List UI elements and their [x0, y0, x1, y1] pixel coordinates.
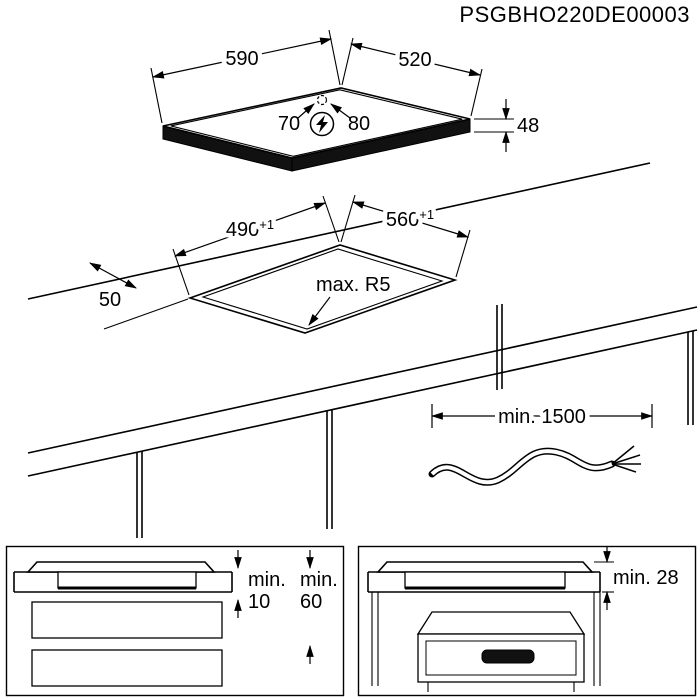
lightning-bolt-icon: [316, 115, 328, 133]
power-cable: [428, 445, 641, 486]
svg-text:max. R5: max. R5: [316, 274, 390, 296]
svg-text:min. 28: min. 28: [613, 567, 679, 589]
dimension-clearance-28: min. 28: [594, 546, 683, 610]
cable-position-left-arrow: [297, 103, 315, 119]
table-legs: [136, 304, 694, 538]
dimension-cutout-width: 490+1: [172, 195, 340, 296]
cutout-opening: [187, 244, 458, 334]
drawer-front-lower: [31, 649, 223, 687]
hob-cross-section: [376, 561, 594, 573]
panel-border: [357, 545, 697, 697]
dimension-hob-width: 590: [150, 29, 341, 124]
svg-text:min.: min.: [248, 569, 286, 591]
cable-position-right-arrow: [330, 103, 351, 119]
dimension-edge-distance: 50: [89, 262, 189, 330]
hob-body: [404, 571, 566, 589]
document-code: PSGBHO220DE00003: [459, 2, 690, 27]
worktop-cutout-view: 490+1 560+1 50 max. R5: [27, 162, 698, 538]
cable-position-right-label: 80: [348, 113, 370, 135]
dimension-hob-thickness: 48: [474, 99, 544, 152]
oven-installation-panel: min. 28: [357, 545, 697, 697]
svg-text:min.: min.: [300, 569, 338, 591]
drawer-installation-panel: min. 10 min. 60: [5, 545, 345, 697]
svg-text:560+1: 560+1: [386, 207, 434, 231]
svg-text:490+1: 490+1: [226, 217, 274, 241]
cable-wire-ends: [611, 445, 641, 473]
worktop-front-edge-bottom: [27, 329, 698, 477]
svg-text:48: 48: [517, 115, 539, 137]
svg-text:520: 520: [398, 49, 431, 71]
corner-radius-note: max. R5: [308, 270, 395, 326]
built-in-oven: [416, 611, 586, 692]
cable-position-left-label: 70: [278, 113, 300, 135]
dimension-clearance-60: min. 60: [296, 550, 342, 664]
hob-cross-section: [26, 561, 216, 573]
drawer-front-upper: [31, 601, 223, 639]
svg-text:10: 10: [248, 591, 270, 613]
panel-border: [5, 545, 345, 697]
worktop-front-edge-top: [27, 306, 698, 454]
svg-text:50: 50: [99, 289, 121, 311]
hob-body: [57, 571, 197, 589]
cable-length-view: min. 1500: [428, 402, 654, 486]
dimension-hob-depth: 520: [341, 37, 483, 117]
cutout-inner-edge: [201, 248, 444, 330]
svg-text:590: 590: [225, 48, 258, 70]
cable-length-label: min. 1500: [498, 406, 586, 428]
svg-text:60: 60: [300, 591, 322, 613]
dimension-cutout-depth: 560+1: [340, 194, 471, 278]
oven-handle: [481, 649, 535, 664]
hob-isometric-view: 70 80 590 520 48: [150, 29, 544, 172]
hob-top-bevel: [170, 89, 463, 157]
dimension-clearance-10: min. 10: [234, 550, 290, 618]
cable-entry-icon: [316, 94, 328, 106]
